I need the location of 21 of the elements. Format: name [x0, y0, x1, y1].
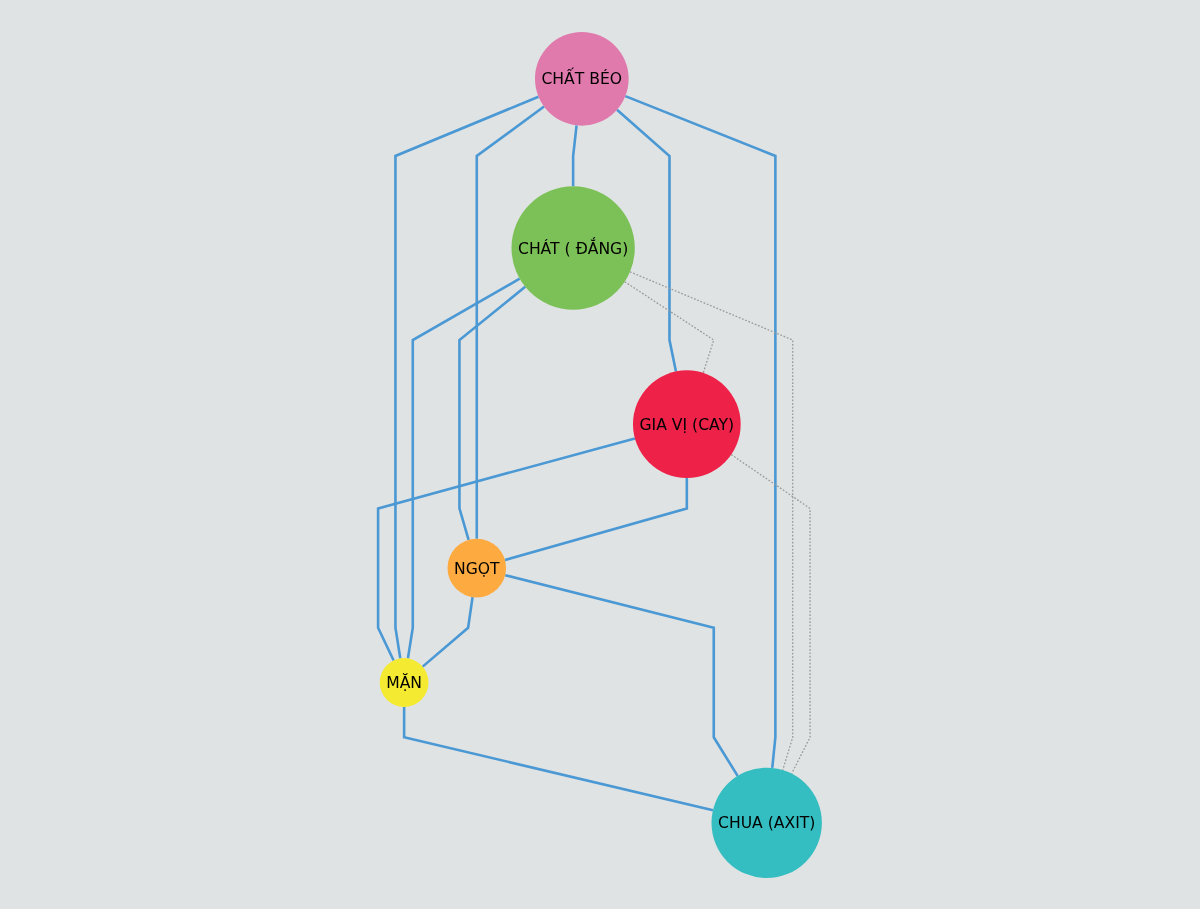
connector — [458, 285, 527, 540]
connector — [504, 573, 739, 777]
connector — [624, 280, 715, 374]
connector — [616, 108, 678, 372]
connector — [571, 124, 578, 186]
node-circle: CHẤT BÉO — [534, 31, 629, 126]
connector — [376, 436, 636, 661]
node-circle: CHUA (AXIT) — [711, 767, 822, 878]
connector — [402, 706, 714, 811]
node-circle: NGỌT — [447, 538, 507, 597]
connector — [475, 105, 545, 539]
node-circle: CHÁT ( ĐẮNG) — [511, 185, 635, 310]
node-circle: GIA VỊ (CAY) — [633, 369, 741, 478]
connector — [629, 270, 794, 771]
connector — [421, 596, 474, 668]
connector — [504, 477, 689, 561]
connector — [406, 277, 521, 659]
connector — [730, 453, 811, 774]
connector — [394, 95, 540, 659]
node-circle: MẶN — [379, 657, 429, 707]
connector — [624, 94, 777, 768]
